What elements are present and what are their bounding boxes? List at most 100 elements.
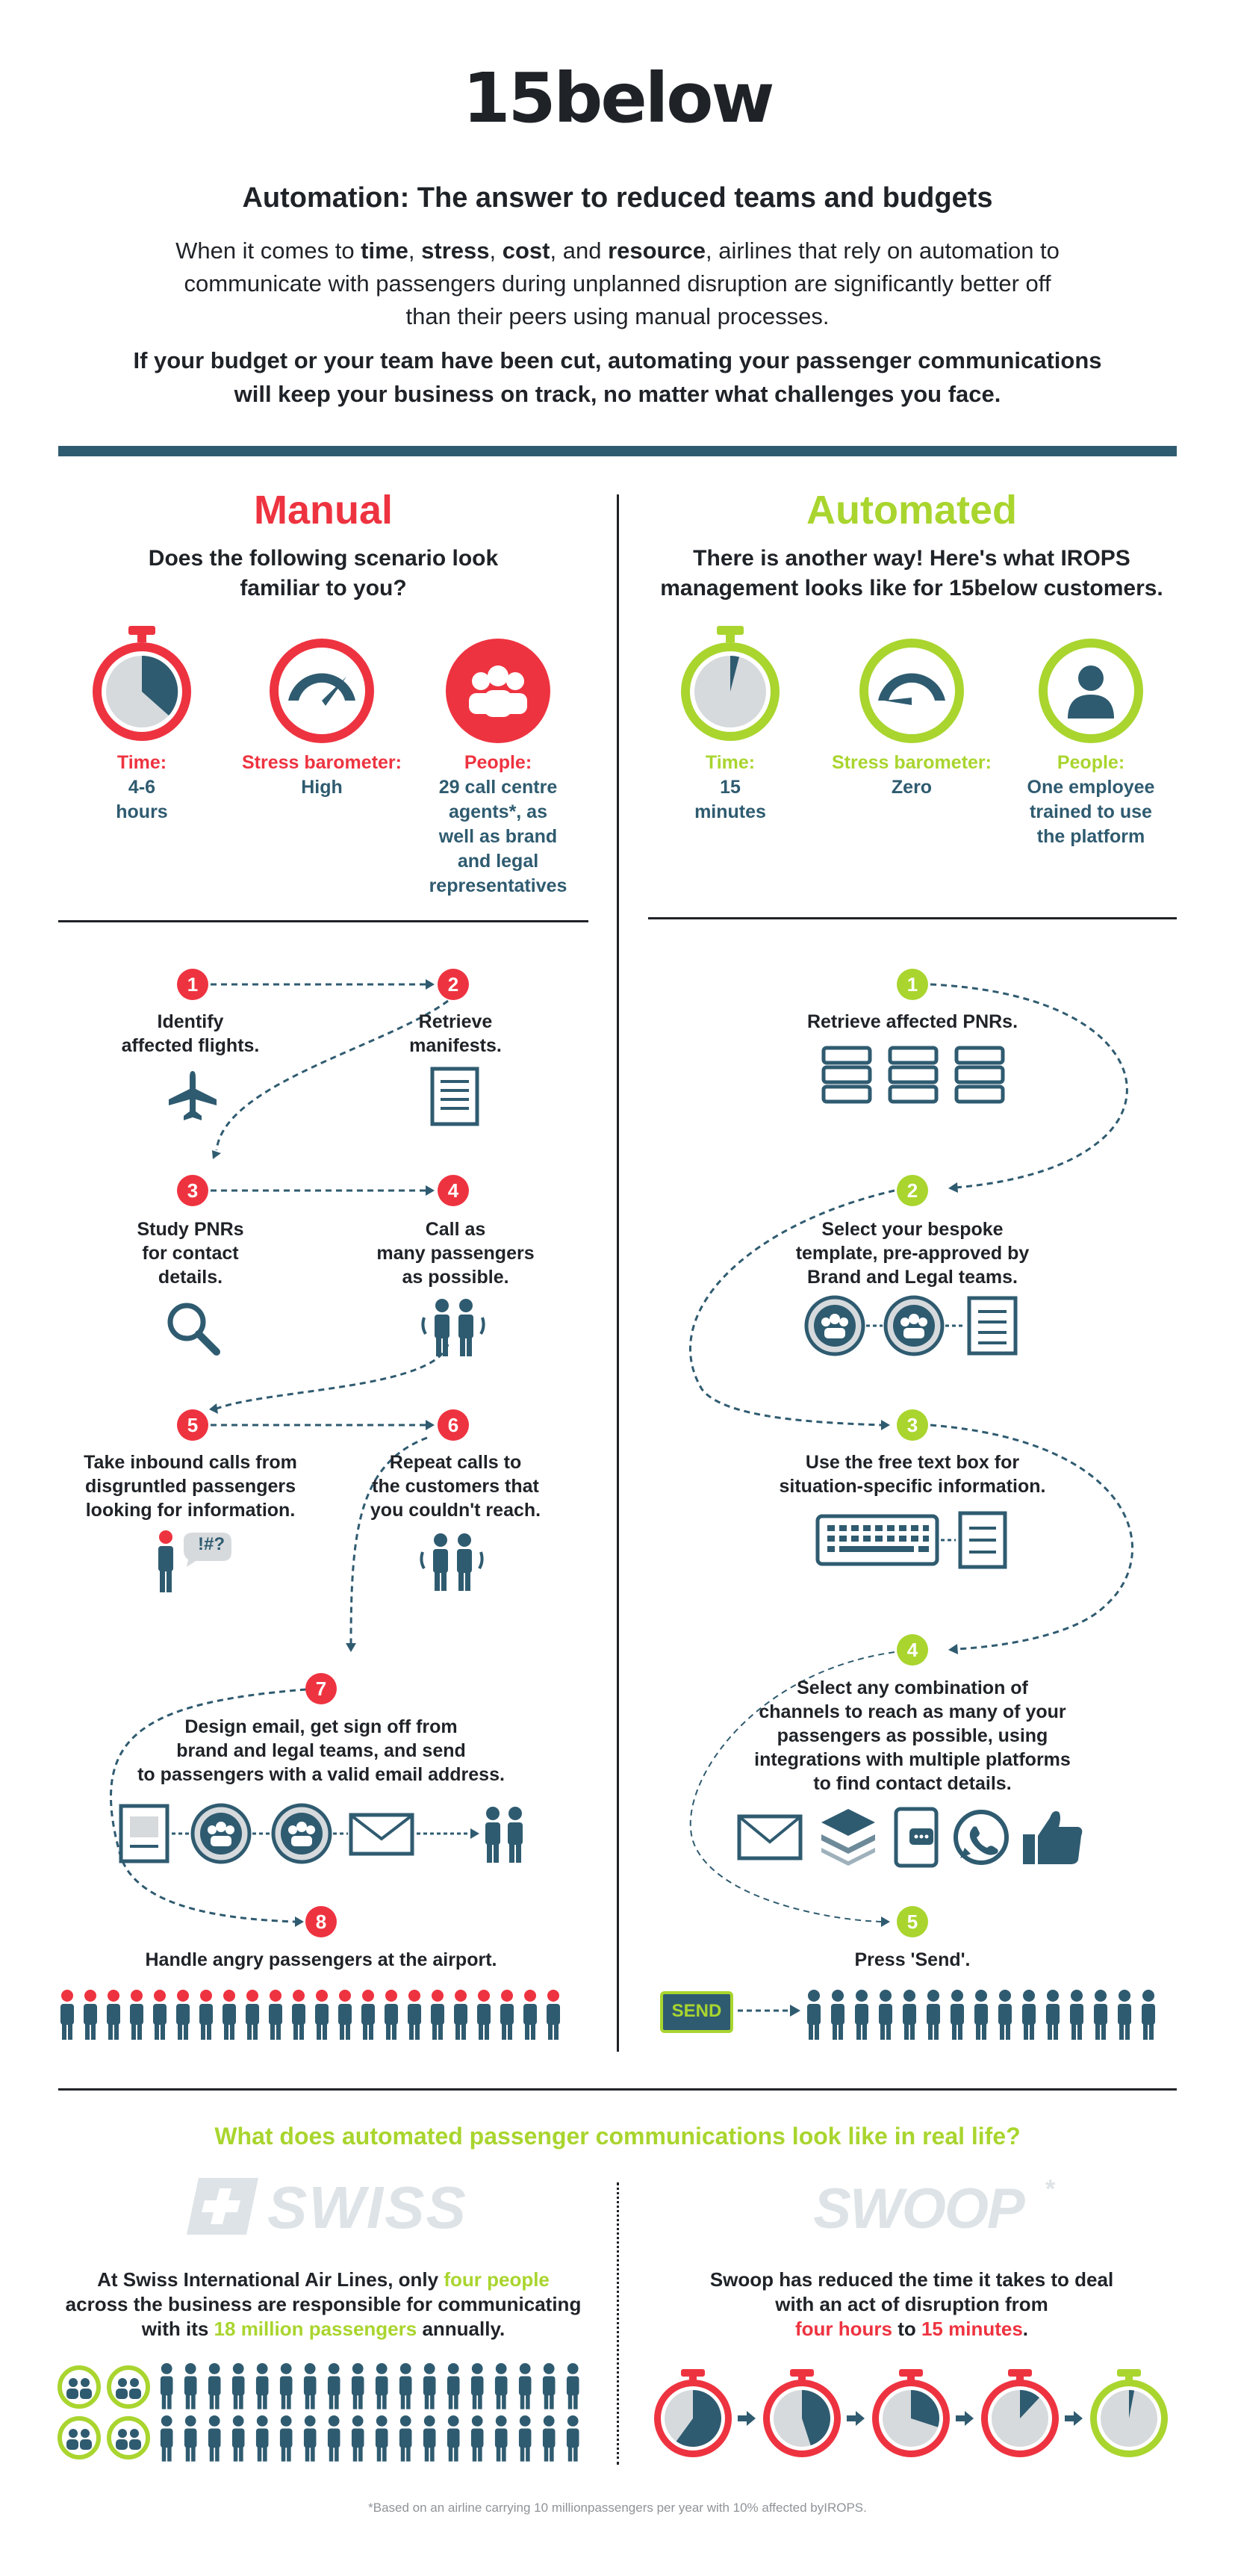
manual-step-3-number: 3 bbox=[177, 1175, 208, 1206]
angry-passenger-figure bbox=[84, 1990, 97, 2040]
manual-stat-people-line: agents*, as bbox=[448, 801, 547, 822]
angry-passengers-crowd bbox=[60, 1990, 560, 2040]
notified-passenger-figure bbox=[974, 1990, 988, 2040]
angry-passenger-figure bbox=[431, 1990, 444, 2040]
whatsapp-icon bbox=[954, 1810, 1009, 1865]
swiss-case-line-3: with its 18 million passengers annually. bbox=[141, 2318, 505, 2340]
manual-stat-people-label: People: bbox=[464, 752, 532, 773]
swoop-case-text: Swoop has reduced the time it takes to d… bbox=[647, 2268, 1177, 2341]
manual-step-3-line: Study PNRs bbox=[137, 1219, 244, 1240]
swiss-cross-icon bbox=[187, 2178, 258, 2235]
manual-step-5-line: Take inbound calls from bbox=[84, 1452, 297, 1473]
swiss-team-member-icon bbox=[57, 2416, 101, 2459]
automated-step-3-line: situation-specific information. bbox=[779, 1476, 1046, 1497]
manual-step-6-line: you couldn't reach. bbox=[370, 1500, 541, 1521]
swiss-passenger-figure bbox=[184, 2415, 197, 2462]
notified-passenger-figure bbox=[1046, 1990, 1060, 2040]
swiss-passenger-figure bbox=[351, 2363, 364, 2409]
keyboard-to-document-icon bbox=[815, 1511, 1007, 1569]
manual-step-3-line: for contact bbox=[142, 1243, 239, 1264]
automated-step-4-line: integrations with multiple platforms bbox=[754, 1749, 1071, 1770]
automated-subtitle-line-1: There is another way! Here's what IROPS bbox=[693, 546, 1130, 571]
manual-step-5-line: looking for information. bbox=[85, 1500, 296, 1521]
angry-passenger-figure bbox=[523, 1990, 537, 2040]
manual-stat-people-line: representatives bbox=[429, 875, 567, 896]
manual-step-3-line: details. bbox=[158, 1267, 223, 1288]
automated-stat-people-line: the platform bbox=[1036, 826, 1145, 847]
swiss-passenger-figure bbox=[303, 2415, 317, 2462]
swiss-passenger-figure bbox=[231, 2363, 245, 2409]
automated-step-3-number: 3 bbox=[897, 1409, 928, 1441]
manual-subtitle-line-2: familiar to you? bbox=[240, 576, 407, 600]
team-approval-icon bbox=[271, 1803, 332, 1864]
manual-step-5-number: 5 bbox=[177, 1409, 208, 1441]
swiss-team-member-icon bbox=[107, 2416, 150, 2459]
swiss-passenger-figure bbox=[518, 2363, 532, 2409]
intro-bold-line-2: will keep your business on track, no mat… bbox=[234, 381, 1001, 407]
automated-flow-connectors bbox=[688, 983, 1134, 1927]
manual-subtitle: Does the following scenario look familia… bbox=[58, 544, 588, 603]
airplane-icon bbox=[169, 1071, 217, 1120]
angry-passenger-figure bbox=[246, 1990, 259, 2040]
facebook-like-icon bbox=[1023, 1811, 1083, 1864]
manual-stat-people-line: 29 call centre bbox=[438, 777, 558, 798]
angry-passenger-figure bbox=[547, 1990, 560, 2040]
automated-step-3-text: Use the free text box for situation-spec… bbox=[748, 1450, 1077, 1498]
angry-passenger-figure bbox=[176, 1990, 190, 2040]
swiss-logo: SWISS bbox=[185, 2173, 466, 2241]
arrow-right-icon bbox=[738, 2411, 756, 2426]
manual-stat-time: Time: 4-6 hours bbox=[75, 751, 209, 825]
swiss-team-icons bbox=[57, 2365, 150, 2459]
manual-step-4-line: Call as bbox=[425, 1219, 486, 1240]
swiss-passenger-figure bbox=[542, 2363, 556, 2409]
notified-passenger-figure bbox=[855, 1990, 868, 2040]
automated-step-5-text: Press 'Send'. bbox=[854, 1949, 971, 1970]
email-approval-chain bbox=[119, 1803, 523, 1864]
angry-passenger-figure bbox=[500, 1990, 514, 2040]
angry-passenger-figure bbox=[153, 1990, 167, 2040]
manual-flow-connectors bbox=[110, 979, 449, 1927]
notified-passenger-figure bbox=[807, 1990, 821, 2040]
angry-passenger-figure bbox=[130, 1990, 143, 2040]
automated-step-2-text: Select your bespoke template, pre-approv… bbox=[763, 1217, 1062, 1289]
manual-stat-stress-value: High bbox=[301, 777, 343, 798]
notified-passenger-figure bbox=[831, 1990, 844, 2040]
swiss-passenger-figure bbox=[423, 2415, 436, 2462]
automated-step-2-line: Select your bespoke bbox=[821, 1219, 1004, 1240]
phone-callers-icon bbox=[421, 1299, 485, 1356]
manual-step-1-line: Identify bbox=[157, 1011, 224, 1032]
angry-passenger-figure bbox=[199, 1990, 213, 2040]
send-button[interactable]: SEND bbox=[660, 1991, 733, 2033]
swoop-star-icon: * bbox=[1045, 2175, 1056, 2203]
swiss-passenger-figure bbox=[542, 2415, 556, 2462]
angry-passenger-figure bbox=[477, 1990, 491, 2040]
swiss-team-member-icon bbox=[107, 2365, 150, 2409]
swiss-passenger-figure bbox=[399, 2363, 412, 2409]
swoop-logo: SWOOP bbox=[813, 2177, 1024, 2241]
manual-step-4-text: Call as many passengers as possible. bbox=[358, 1217, 553, 1289]
swiss-passenger-figure bbox=[255, 2415, 269, 2462]
manual-step-1-line: affected flights. bbox=[121, 1035, 260, 1056]
manual-stat-time-value: 4-6 bbox=[128, 777, 156, 798]
manifest-document-icon bbox=[430, 1067, 479, 1126]
automated-stat-time-value: 15 bbox=[720, 777, 741, 798]
notified-passenger-figure bbox=[1070, 1990, 1083, 2040]
stopwatch-icon bbox=[763, 2369, 841, 2457]
template-approval-chain bbox=[804, 1295, 1018, 1356]
automated-stat-stress-value: Zero bbox=[891, 777, 933, 798]
swiss-passenger-figure bbox=[423, 2363, 436, 2409]
automated-step-1-number: 1 bbox=[897, 969, 928, 1000]
swiss-passenger-figure bbox=[375, 2415, 388, 2462]
template-document-icon bbox=[967, 1296, 1018, 1356]
automated-step-1-text: Retrieve affected PNRs. bbox=[806, 1011, 1018, 1032]
angry-passenger-figure bbox=[338, 1990, 352, 2040]
manual-step-7-number: 7 bbox=[305, 1673, 337, 1704]
notified-passenger-figure bbox=[1022, 1990, 1036, 2040]
real-life-divider bbox=[58, 2088, 1177, 2091]
automated-stat-people-line: trained to use bbox=[1030, 801, 1152, 822]
database-records-icon bbox=[821, 1046, 1005, 1104]
manual-step-7-line: Design email, get sign off from bbox=[184, 1716, 458, 1737]
swiss-passenger-figure bbox=[279, 2415, 293, 2462]
manual-stat-stress-label: Stress barometer: bbox=[242, 752, 402, 773]
stopwatch-icon bbox=[872, 2369, 950, 2457]
